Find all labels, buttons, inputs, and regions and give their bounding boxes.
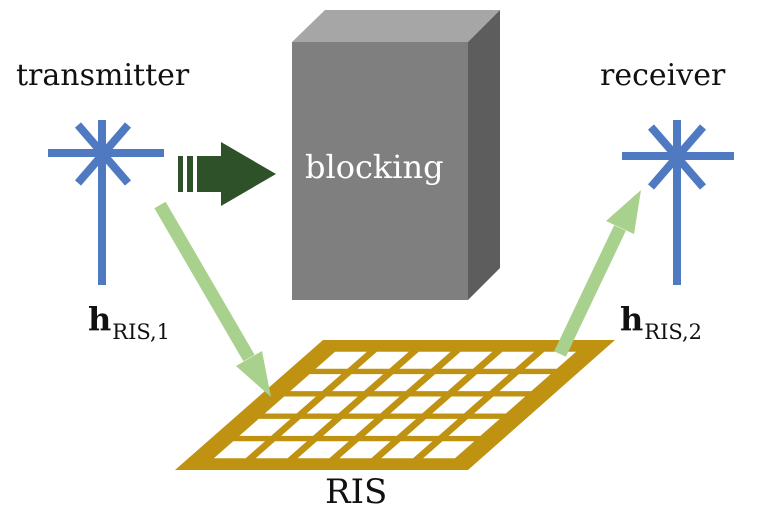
ris-unit-cell [339, 441, 391, 459]
ris-unit-cell [415, 374, 467, 392]
ris-unit-cell [381, 441, 433, 459]
ris-unit-cell [483, 351, 535, 369]
ris-unit-cell [499, 374, 551, 392]
arrow-transmitter-to-ris [154, 201, 271, 397]
channel-1-subscript: RIS,1 [112, 320, 171, 344]
ris-unit-cell [399, 351, 451, 369]
ris-unit-cell [281, 418, 333, 436]
ris-unit-cell [373, 374, 426, 392]
channel-2-subscript: RIS,2 [644, 320, 703, 344]
blocked-direct-arrow [178, 142, 276, 206]
channel-label-ris-2: hRIS,2 [620, 300, 702, 344]
ris-unit-cell [213, 441, 266, 459]
ris-unit-cell [290, 374, 342, 392]
ris-unit-cell [315, 351, 367, 369]
ris-label: RIS [325, 472, 388, 512]
ris-unit-cell [332, 374, 384, 392]
ris-unit-cell [255, 441, 307, 459]
obstacle-side-face [468, 10, 500, 300]
ris-unit-cell [348, 396, 400, 414]
ris-unit-cell [457, 374, 509, 392]
receiver-antenna-icon [622, 120, 734, 285]
ris-unit-cell [474, 396, 526, 414]
ris-unit-cell [323, 418, 375, 436]
obstacle-front-face [292, 42, 468, 300]
ris-unit-cell [297, 441, 349, 459]
blocking-obstacle [292, 10, 500, 300]
ris-unit-cell [357, 351, 409, 369]
ris-unit-cell [448, 418, 500, 436]
ris-cells [213, 351, 577, 459]
blocking-label: blocking [305, 148, 444, 186]
receiver-label: receiver [600, 58, 726, 93]
ris-surface [175, 340, 615, 470]
ris-unit-cell [239, 418, 291, 436]
channel-2-symbol: h [620, 300, 644, 338]
ris-unit-cell [441, 351, 493, 369]
ris-unit-cell [524, 351, 577, 369]
obstacle-top-face [292, 10, 500, 42]
channel-label-ris-1: hRIS,1 [88, 300, 170, 344]
ris-unit-cell [423, 441, 475, 459]
ris-frame [175, 340, 615, 470]
ris-unit-cell [406, 418, 458, 436]
transmitter-label: transmitter [16, 58, 190, 93]
ris-unit-cell [364, 418, 417, 436]
ris-unit-cell [306, 396, 358, 414]
arrow-ris-to-receiver [554, 190, 641, 357]
ris-unit-cell [432, 396, 484, 414]
ris-unit-cell [264, 396, 316, 414]
channel-1-symbol: h [88, 300, 112, 338]
transmitter-antenna-icon [48, 120, 164, 285]
ris-unit-cell [390, 396, 442, 414]
